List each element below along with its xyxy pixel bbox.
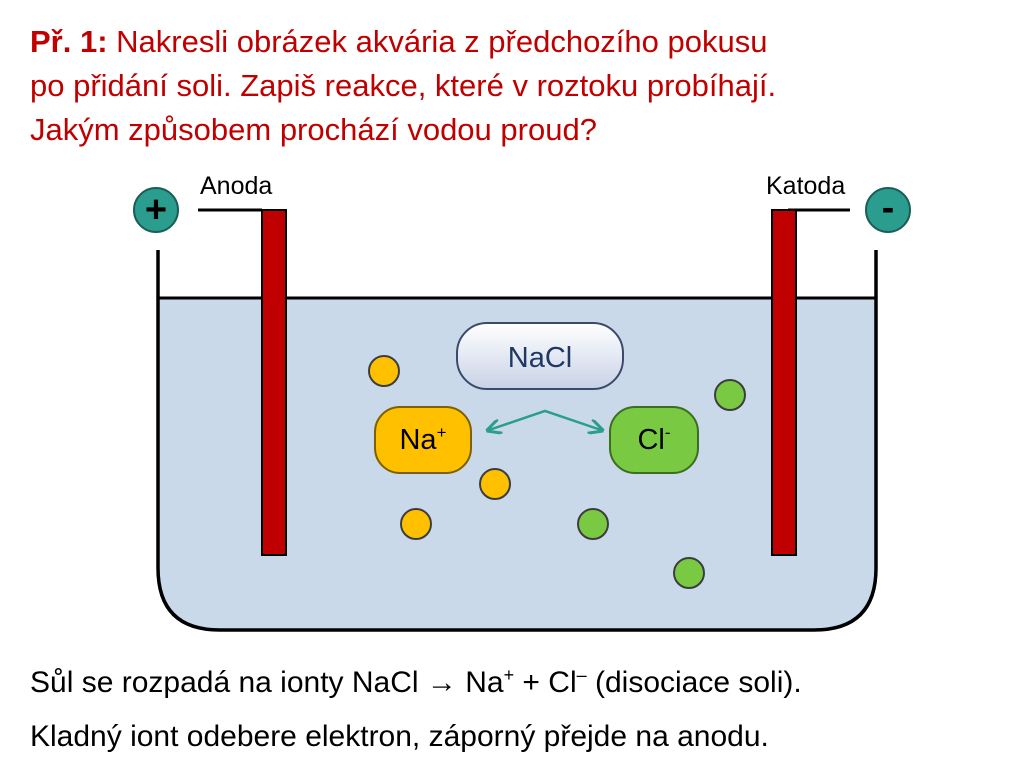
sodium-ion-label: Na+ <box>399 423 446 456</box>
aquarium-water <box>158 298 876 630</box>
dissociation-arrow <box>489 409 601 430</box>
aquarium-tank <box>156 250 878 632</box>
negative-terminal-sign: - <box>882 187 895 229</box>
positive-terminal <box>133 187 179 233</box>
heading-line-2: po přidání soli. Zapiš reakce, které v r… <box>30 68 777 103</box>
negative-terminal <box>865 187 911 233</box>
sodium-ion-box <box>374 406 472 474</box>
heading-line-1: Nakresli obrázek akvária z předchozího p… <box>107 24 768 59</box>
salt-box <box>456 322 624 390</box>
reaction-arrow-icon: → <box>426 666 457 699</box>
anode-label: Anoda <box>200 172 272 200</box>
chloride-ion <box>714 379 746 411</box>
cathode-electrode <box>771 209 797 556</box>
explanation-text: Sůl se rozpadá na ionty NaCl → Na+ + Cl–… <box>30 648 1010 764</box>
chloride-ion-label: Cl- <box>637 423 670 456</box>
anode-electrode <box>261 209 287 556</box>
exercise-number: Př. 1: <box>30 24 108 59</box>
sodium-ion <box>479 468 511 500</box>
salt-label: NaCl <box>508 342 572 374</box>
heading-line-3: Jakým způsobem prochází vodou proud? <box>30 112 597 147</box>
sodium-ion <box>368 355 400 387</box>
cathode-label: Katoda <box>766 172 845 200</box>
chloride-ion <box>577 508 609 540</box>
sodium-ion <box>400 508 432 540</box>
chloride-ion-box <box>609 406 699 474</box>
electron-transfer-text: Kladný iont odebere elektron, záporný př… <box>30 720 769 753</box>
chloride-ion <box>673 557 705 589</box>
exercise-heading: Př. 1: Nakresli obrázek akvária z předch… <box>30 20 1010 152</box>
positive-terminal-sign: + <box>145 189 167 231</box>
dissociation-equation: Sůl se rozpadá na ionty NaCl → Na+ + Cl–… <box>30 665 802 699</box>
